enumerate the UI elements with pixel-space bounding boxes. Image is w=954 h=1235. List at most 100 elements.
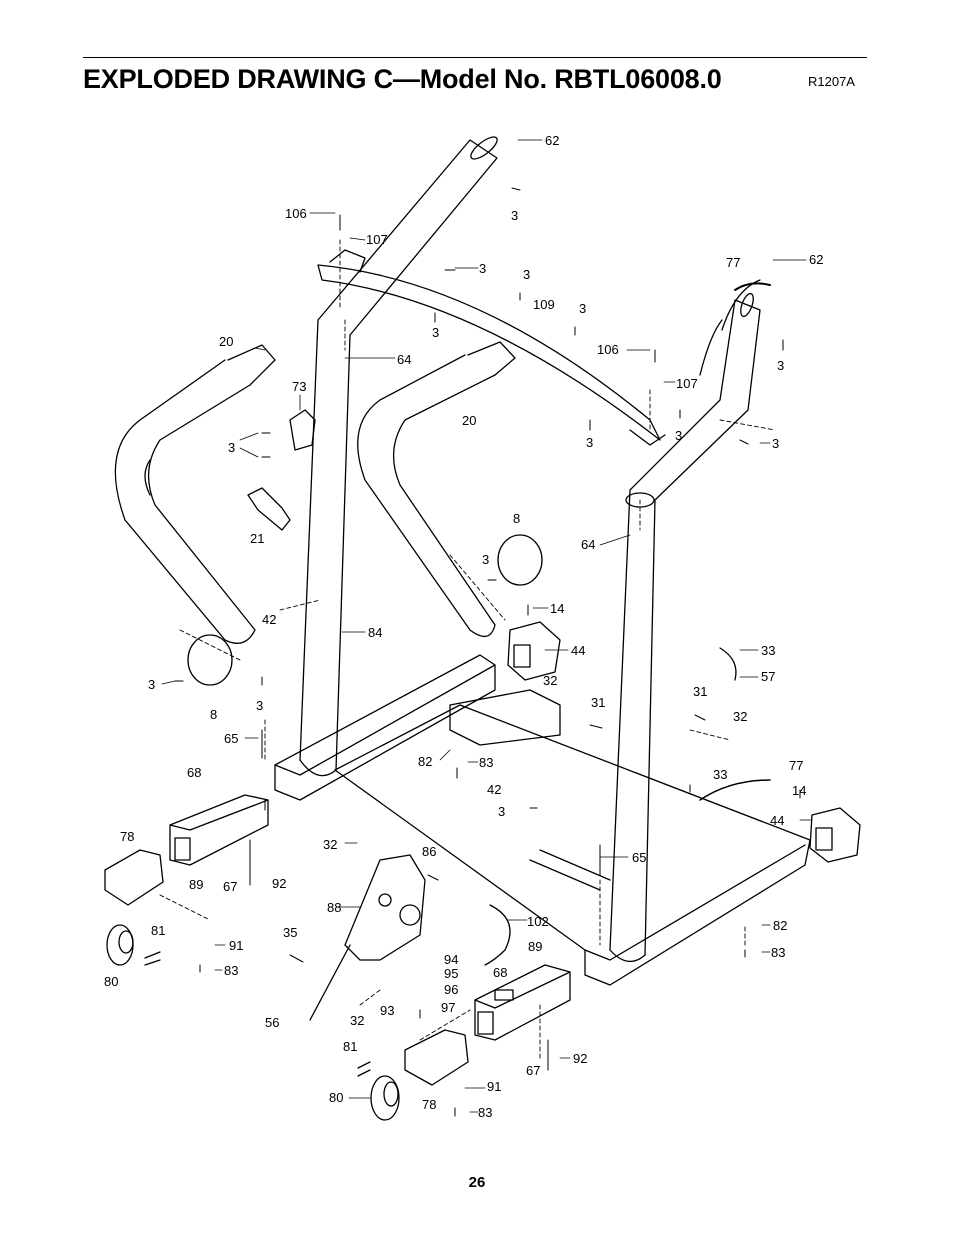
motor-assembly: [309, 854, 426, 1021]
part-label: 83: [479, 755, 494, 770]
part-label: 8: [210, 707, 218, 722]
part-label: 3: [777, 358, 785, 373]
part-label: 35: [283, 925, 298, 940]
part-label: 95: [444, 966, 459, 981]
page-number: 26: [468, 1174, 486, 1191]
crossbar: [317, 249, 761, 446]
part-label: 3: [432, 325, 440, 340]
left-foot-89: [169, 794, 269, 866]
leader-lines: [161, 139, 813, 1113]
part-label: 97: [441, 1000, 456, 1015]
part-label: 20: [219, 334, 234, 349]
part-label: 65: [632, 850, 647, 865]
part-label: 3: [579, 301, 587, 316]
left-endcap: [104, 849, 164, 966]
part-label: 21: [250, 531, 265, 546]
part-label: 83: [771, 945, 786, 960]
part-label: 88: [327, 900, 342, 915]
part-label: 62: [809, 252, 824, 267]
left-upright: [299, 136, 498, 777]
part-label: 84: [368, 625, 383, 640]
part-label: 57: [761, 669, 776, 684]
part-label: 3: [523, 267, 531, 282]
wire-77-top: [734, 282, 771, 291]
part-label: 32: [733, 709, 748, 724]
right-shroud: [497, 534, 543, 586]
part-label: 81: [343, 1039, 358, 1054]
part-label: 96: [444, 982, 459, 997]
part-label: 92: [573, 1051, 588, 1066]
part-label: 91: [229, 938, 244, 953]
part-label: 64: [581, 537, 596, 552]
part-label: 82: [773, 918, 788, 933]
part-label: 32: [543, 673, 558, 688]
left-handrail: [114, 344, 276, 644]
wire-77-bottom: [699, 779, 771, 801]
part-label: 14: [550, 601, 565, 616]
part-label: 73: [292, 379, 307, 394]
part-label: 78: [120, 829, 135, 844]
part-label: 102: [527, 914, 549, 929]
part-label: 109: [533, 297, 555, 312]
knob-21: [247, 487, 291, 531]
part-label: 44: [770, 813, 785, 828]
part-label: 81: [151, 923, 166, 938]
part-label: 77: [789, 758, 804, 773]
page-title: EXPLODED DRAWING C—Model No. RBTL06008.0: [83, 64, 722, 94]
part-label: 3: [772, 436, 780, 451]
side-cover-44-right: [809, 807, 861, 863]
part-label: 107: [366, 232, 388, 247]
part-label: 94: [444, 952, 459, 967]
right-foot-89: [474, 964, 571, 1041]
part-label: 44: [571, 643, 586, 658]
wire-57: [719, 647, 737, 681]
part-label: 33: [761, 643, 776, 658]
part-label: 31: [693, 684, 708, 699]
part-label: 80: [104, 974, 119, 989]
part-label: 92: [272, 876, 287, 891]
left-shroud: [187, 634, 233, 686]
part-label: 93: [380, 1003, 395, 1018]
part-label: 67: [526, 1063, 541, 1078]
part-label: 89: [189, 877, 204, 892]
part-label: 67: [223, 879, 238, 894]
base-frame: [274, 654, 811, 986]
part-label: 31: [591, 695, 606, 710]
right-handrail: [357, 341, 516, 637]
part-label: 3: [511, 208, 519, 223]
hardware: [174, 187, 801, 1117]
part-label: 77: [726, 255, 741, 270]
bracket-73: [289, 409, 316, 451]
part-label: 89: [528, 939, 543, 954]
part-label: 91: [487, 1079, 502, 1094]
part-label: 20: [462, 413, 477, 428]
title-rule: [83, 57, 867, 58]
wire-102: [484, 904, 511, 966]
part-label: 14: [792, 783, 807, 798]
part-label: 107: [676, 376, 698, 391]
part-label: 42: [262, 612, 277, 627]
right-endcap: [357, 1029, 469, 1121]
part-label: 3: [586, 435, 594, 450]
part-label: 78: [422, 1097, 437, 1112]
part-label: 3: [479, 261, 487, 276]
part-label: 32: [350, 1013, 365, 1028]
part-label: 106: [597, 342, 619, 357]
part-label: 65: [224, 731, 239, 746]
part-label: 3: [675, 428, 683, 443]
part-label: 64: [397, 352, 412, 367]
part-label: 3: [498, 804, 506, 819]
part-label: 68: [493, 965, 508, 980]
part-label: 3: [256, 698, 264, 713]
part-label: 8: [513, 511, 521, 526]
part-label: 3: [482, 552, 490, 567]
part-label: 83: [224, 963, 239, 978]
part-label: 3: [228, 440, 236, 455]
side-cover-44-left: [507, 621, 561, 681]
part-label: 56: [265, 1015, 280, 1030]
drawing-code: R1207A: [808, 74, 855, 89]
part-label: 62: [545, 133, 560, 148]
part-label: 32: [323, 837, 338, 852]
part-label: 106: [285, 206, 307, 221]
